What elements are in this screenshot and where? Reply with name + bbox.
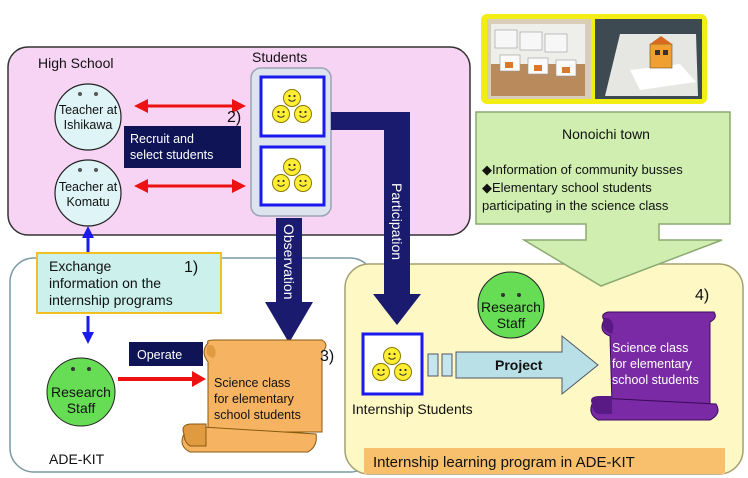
science-class-scroll-purple	[590, 311, 719, 421]
nonoichi-line: ◆Elementary school students	[482, 180, 652, 195]
students-box-bottom	[259, 145, 326, 207]
teacher-komatu-label: Komatu	[66, 195, 109, 209]
step-4-label: 4)	[695, 287, 709, 304]
high-school-title: High School	[38, 55, 114, 71]
science-class-label: Science class	[214, 376, 290, 390]
exchange-box	[36, 252, 222, 314]
teacher-komatu-label: Teacher at	[59, 180, 118, 194]
exchange-label: information on the	[49, 275, 161, 291]
research-staff-node	[477, 271, 545, 339]
operate-label: Operate	[137, 348, 182, 362]
photo-right-detail	[605, 34, 698, 96]
project-stripe	[441, 353, 453, 377]
science-class-purple-label: for elementary	[612, 357, 693, 371]
operate-arrow	[118, 371, 206, 387]
science-class-purple-label: Science class	[612, 341, 688, 355]
program-label: Internship learning program in ADE-KIT	[373, 454, 635, 471]
step-3-label: 3)	[320, 348, 334, 365]
exchange-label: Exchange	[49, 258, 111, 274]
research-staff-node	[46, 357, 116, 427]
project-label: Project	[495, 357, 543, 373]
observation-label: Observation	[281, 224, 297, 299]
research-staff-label: Research	[51, 384, 111, 400]
exchange-label: internship programs	[49, 292, 173, 308]
recruit-label: select students	[130, 148, 213, 162]
recruit-label: Recruit and	[130, 132, 194, 146]
teacher-student-arrow-1	[134, 99, 246, 113]
nonoichi-callout	[475, 111, 731, 287]
nonoichi-line: ◆Information of community busses	[482, 162, 683, 177]
step-1-label: 1)	[184, 259, 198, 276]
teacher-student-arrow-2	[134, 179, 246, 193]
teacher-ishikawa-label: Teacher at	[59, 103, 118, 117]
science-class-label: school students	[214, 408, 301, 422]
science-class-scroll	[181, 339, 327, 453]
nonoichi-line: participating in the science class	[482, 198, 669, 213]
project-arrow	[455, 334, 599, 396]
exchange-arrow	[82, 226, 94, 344]
research-staff-label: Research	[481, 299, 541, 315]
observation-arrow	[265, 218, 313, 343]
project-stripe	[427, 353, 439, 377]
recruit-box	[124, 126, 241, 168]
program-label-box	[364, 448, 725, 474]
science-class-label: for elementary	[214, 392, 295, 406]
science-class-purple-label: school students	[612, 373, 699, 387]
nonoichi-title: Nonoichi town	[562, 126, 650, 142]
research-staff-label: Staff	[67, 400, 96, 416]
participation-arrow	[331, 112, 421, 325]
teacher-ishikawa-node	[54, 83, 122, 151]
ade-kit-label: ADE-KIT	[49, 451, 105, 467]
research-staff-label: Staff	[497, 315, 526, 331]
operate-box	[129, 342, 203, 366]
students-title: Students	[252, 49, 307, 65]
teacher-ishikawa-label: Ishikawa	[64, 118, 113, 132]
participation-label: Participation	[389, 183, 405, 260]
photo-left-detail	[491, 24, 585, 96]
step-2-label: 2)	[227, 109, 241, 126]
internship-students-label: Internship Students	[352, 401, 473, 417]
